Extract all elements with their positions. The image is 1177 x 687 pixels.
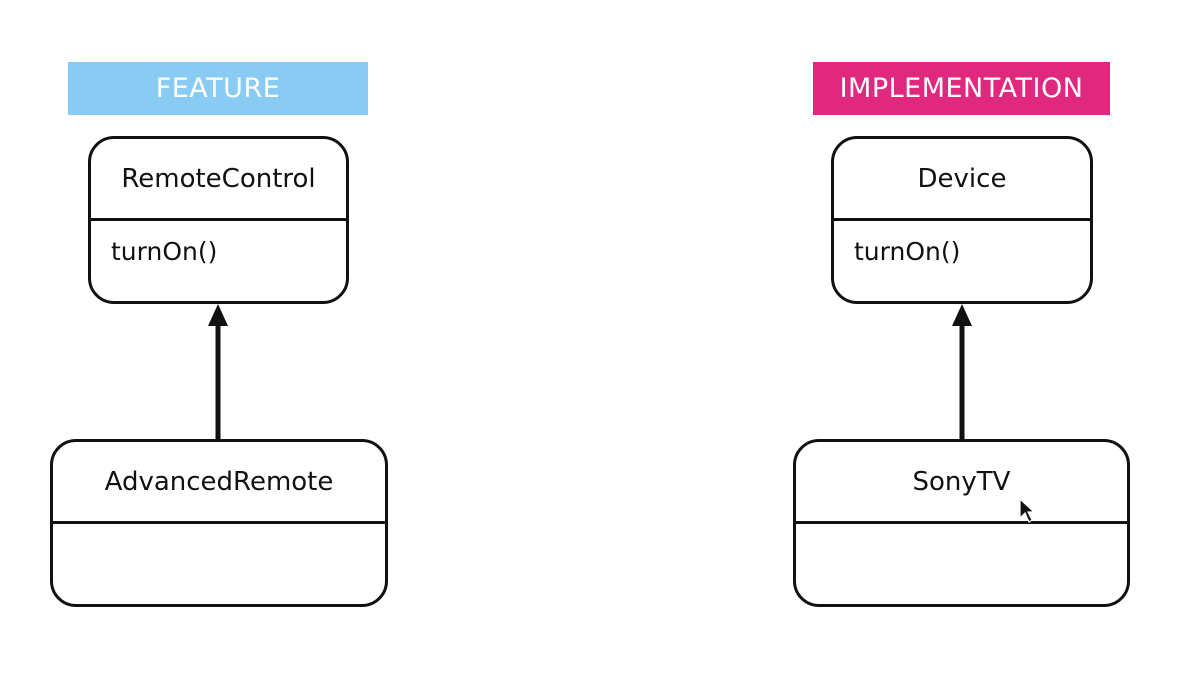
feature-label: FEATURE bbox=[68, 62, 368, 115]
mouse-pointer-icon bbox=[1019, 498, 1035, 523]
class-methods bbox=[53, 524, 385, 540]
class-device[interactable]: Device turnOn() bbox=[831, 136, 1093, 304]
class-name: Device bbox=[834, 139, 1090, 221]
inheritance-arrow-icon bbox=[952, 304, 972, 326]
method-turn-on: turnOn() bbox=[111, 237, 218, 266]
implementation-label: IMPLEMENTATION bbox=[813, 62, 1110, 115]
class-methods: turnOn() bbox=[91, 221, 346, 266]
class-name: AdvancedRemote bbox=[53, 442, 385, 524]
class-advanced-remote[interactable]: AdvancedRemote bbox=[50, 439, 388, 607]
inheritance-arrow-icon bbox=[208, 304, 228, 326]
class-methods bbox=[796, 524, 1127, 540]
feature-label-text: FEATURE bbox=[155, 73, 281, 104]
arrow-sonytv-to-device bbox=[952, 304, 972, 439]
class-remote-control[interactable]: RemoteControl turnOn() bbox=[88, 136, 349, 304]
arrow-advanced-to-remote bbox=[208, 304, 228, 439]
class-name: RemoteControl bbox=[91, 139, 346, 221]
class-methods: turnOn() bbox=[834, 221, 1090, 266]
method-turn-on: turnOn() bbox=[854, 237, 961, 266]
implementation-label-text: IMPLEMENTATION bbox=[839, 73, 1084, 104]
class-sonytv[interactable]: SonyTV bbox=[793, 439, 1130, 607]
class-name: SonyTV bbox=[796, 442, 1127, 524]
